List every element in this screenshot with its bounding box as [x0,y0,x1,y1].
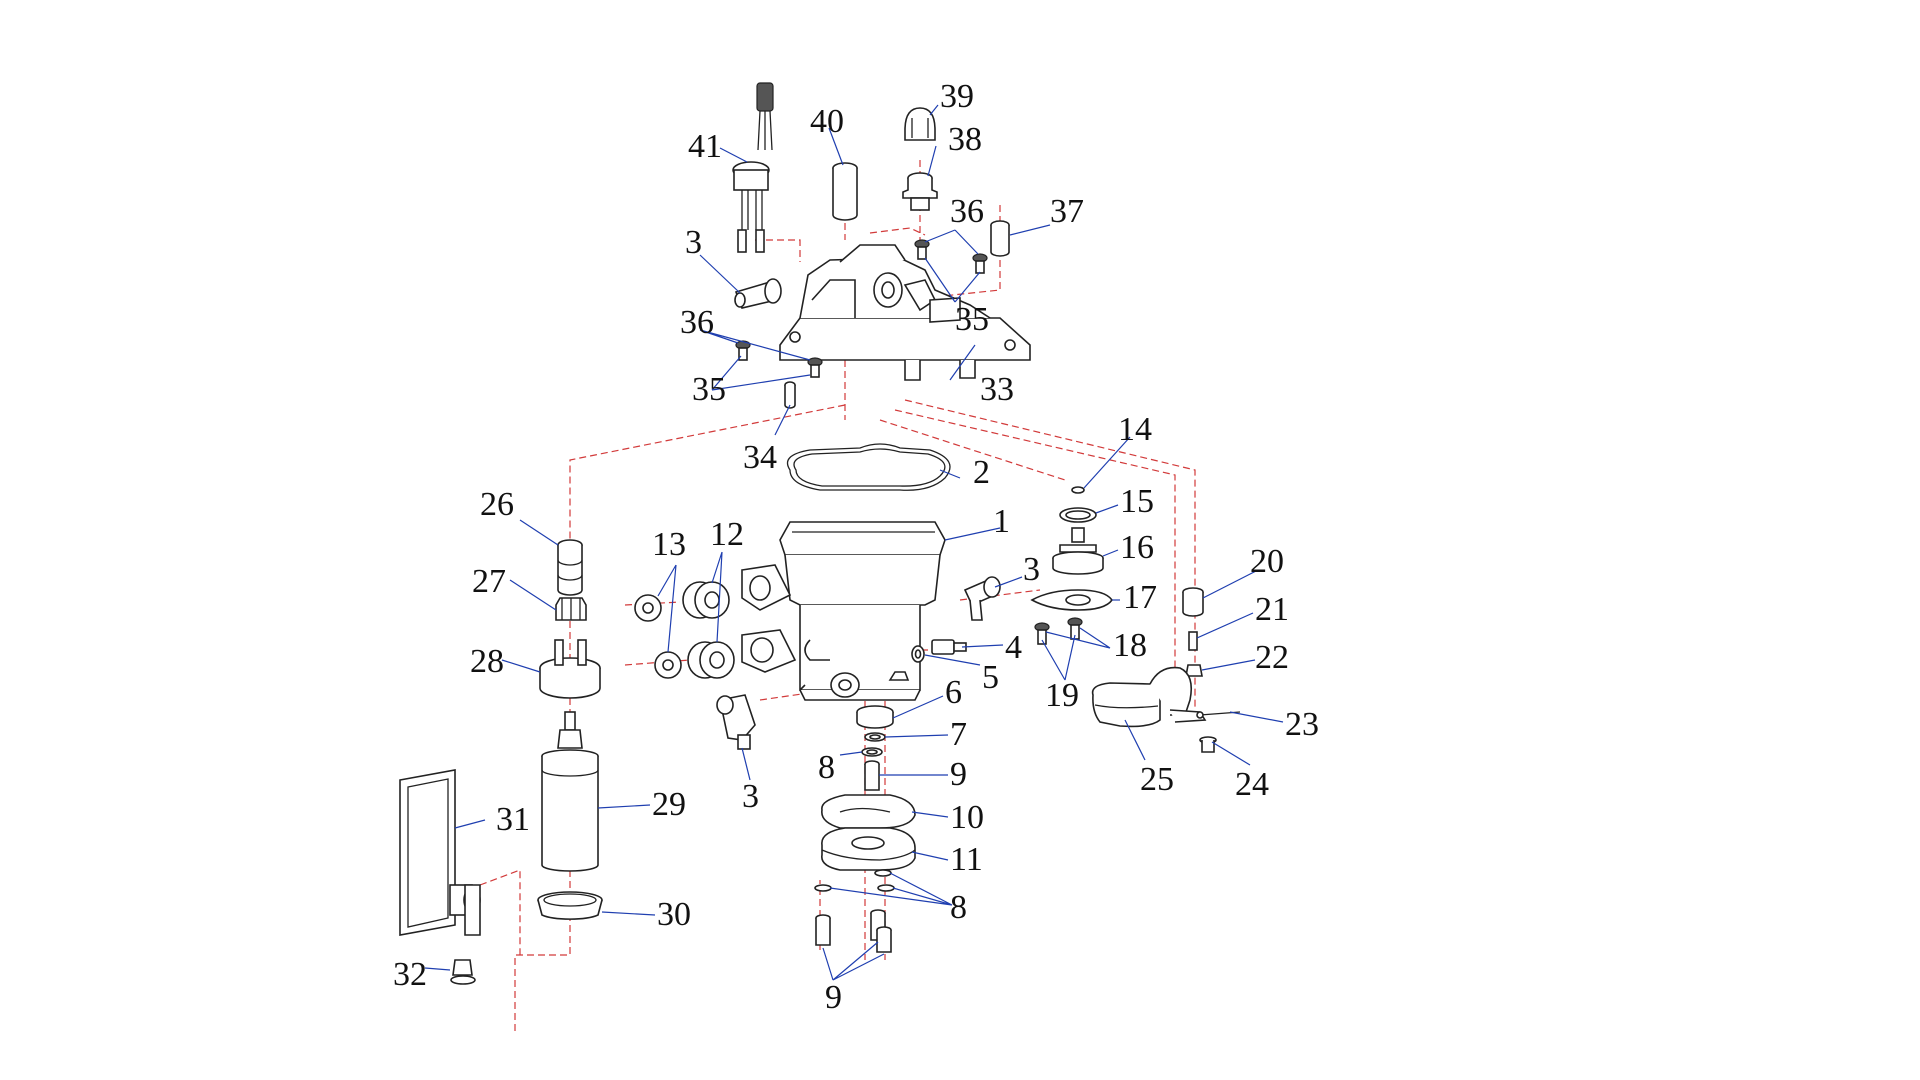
callout-30: 30 [657,896,691,933]
part-28-retainer [539,639,601,699]
callout-9-center: 9 [950,756,967,793]
part-16-pressure-regulator [1052,527,1104,575]
callout-14: 14 [1118,411,1152,448]
part-30-seal-ring [537,891,603,920]
part-41-wiring-connector [732,82,774,253]
part-39-cap [904,107,936,141]
callout-36-left: 36 [680,304,714,341]
callout-3-top: 3 [685,224,702,261]
callout-39: 39 [940,78,974,115]
callout-16: 16 [1120,529,1154,566]
callout-6: 6 [945,674,962,711]
callout-19: 19 [1045,677,1079,714]
part-24-plug [1199,736,1217,753]
part-17-mount-plate [1030,589,1113,611]
part-32-plug [450,959,476,985]
part-33-top-cover [779,244,1031,381]
callout-labels: 1 2 3 3 3 4 5 6 7 8 8 9 9 10 11 12 13 14… [393,78,1319,1016]
callout-36-right: 36 [950,193,984,230]
part-12-grommet [682,581,735,679]
part-11-base [821,827,916,871]
part-34-pin [784,381,796,409]
part-10-plate [821,794,916,829]
callout-12: 12 [710,516,744,553]
callout-27: 27 [472,563,506,600]
part-36-screw-top-right [914,239,988,274]
callout-11: 11 [950,841,983,878]
callout-10: 10 [950,799,984,836]
part-8-washers-bottom [814,869,895,892]
part-40-sleeve [832,162,858,221]
part-4-fitting [931,639,967,655]
part-25-float-arm [1091,666,1207,728]
callout-21: 21 [1255,591,1289,628]
callout-40: 40 [810,103,844,140]
callout-22: 22 [1255,639,1289,676]
part-2-gasket [786,443,951,491]
callout-8-bottom: 8 [950,889,967,926]
callout-7: 7 [950,716,967,753]
part-13-ring [634,594,682,679]
leader-lines [424,104,1284,981]
callout-23: 23 [1285,706,1319,743]
callout-31: 31 [496,801,530,838]
callout-37: 37 [1050,193,1084,230]
part-7-o-ring [864,732,886,742]
part-37-pin [990,220,1010,257]
callout-29: 29 [652,786,686,823]
part-15-ring [1059,507,1097,523]
callout-8-center: 8 [818,749,835,786]
part-5-o-ring [911,645,925,663]
part-9-screws-bottom [815,909,892,953]
callout-25: 25 [1140,761,1174,798]
callout-1: 1 [993,503,1010,540]
part-27-strainer-cap [555,597,587,621]
callout-38: 38 [948,121,982,158]
callout-26: 26 [480,486,514,523]
callout-3-bottom: 3 [742,778,759,815]
callout-35-left: 35 [692,371,726,408]
callout-15: 15 [1120,483,1154,520]
part-3-elbow-right [963,576,1001,621]
part-8-washer-center [861,747,883,757]
callout-9-bottom: 9 [825,979,842,1016]
part-29-fuel-pump [541,711,599,872]
part-9-screw-center [864,760,880,791]
part-21-pin [1188,631,1198,651]
callout-13: 13 [652,526,686,563]
part-3-elbow-bottom [716,694,756,750]
part-31-filter [399,769,481,936]
part-6-cap [856,705,894,729]
part-19-screws [1034,617,1083,645]
part-26-grommet [557,539,583,596]
callout-24: 24 [1235,766,1269,803]
callout-20: 20 [1250,543,1284,580]
callout-3-right: 3 [1023,551,1040,588]
callout-33: 33 [980,371,1014,408]
callout-18: 18 [1113,627,1147,664]
part-1-housing [741,521,946,701]
callout-5: 5 [982,659,999,696]
part-38-fitting [902,172,938,211]
part-14-o-ring [1071,486,1085,494]
callout-41: 41 [688,128,722,165]
part-3-elbow-top [734,278,782,309]
callout-34: 34 [743,439,777,476]
callout-35-right: 35 [955,301,989,338]
callout-32: 32 [393,956,427,993]
callout-2: 2 [973,454,990,491]
callout-17: 17 [1123,579,1157,616]
callout-28: 28 [470,643,504,680]
callout-4: 4 [1005,629,1022,666]
part-20-sleeve [1182,587,1204,617]
